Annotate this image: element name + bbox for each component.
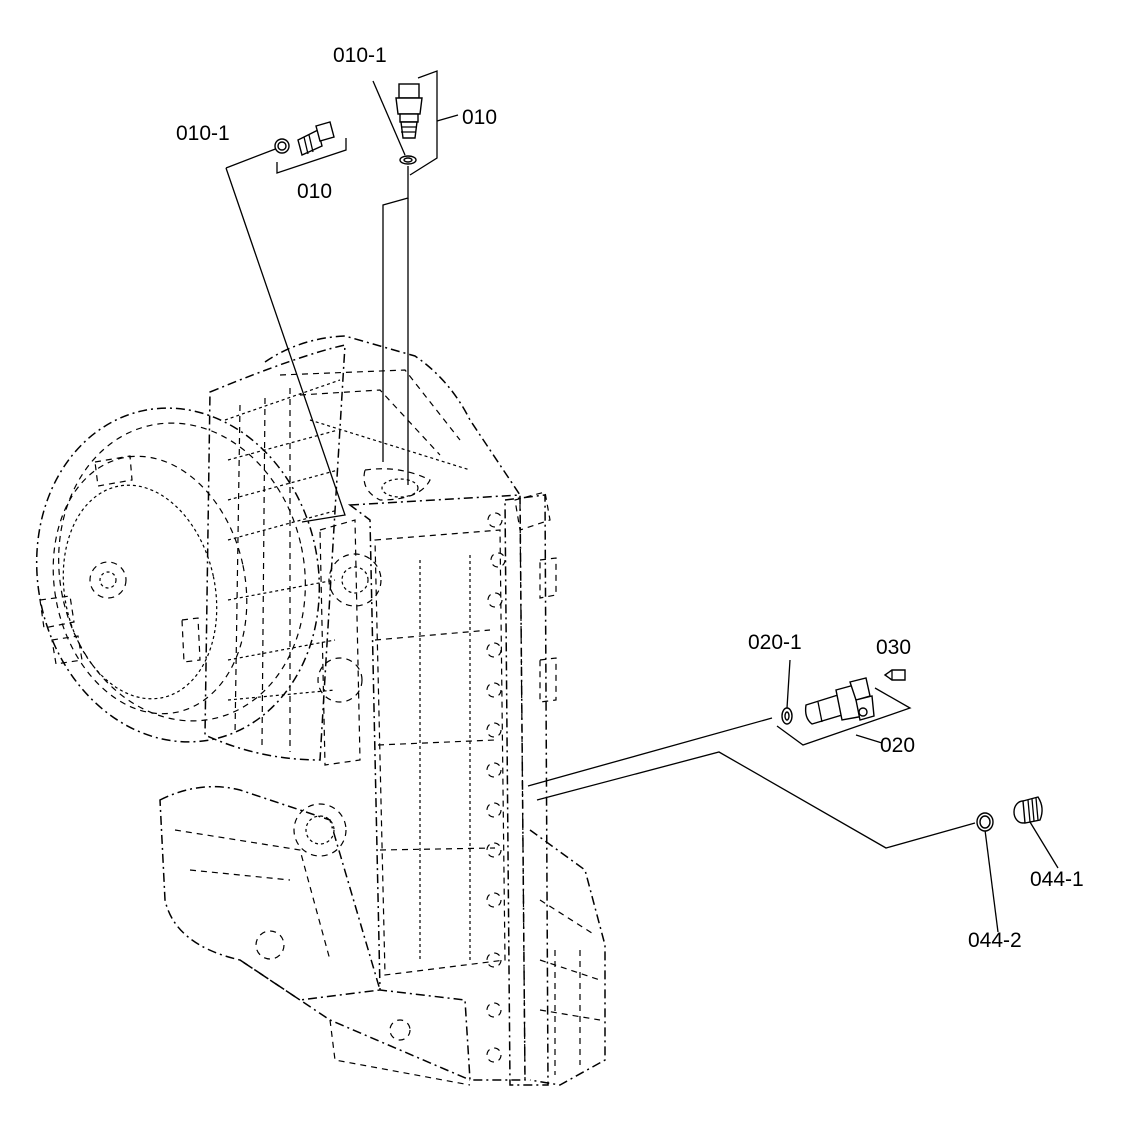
top-seal-leader [372,80,406,156]
sensor-group-bracket [776,687,912,746]
left-fitting-010[interactable] [297,121,335,156]
sensor-group-tick [855,734,883,744]
label-sensor-group: 020 [880,734,915,757]
left-assembly-line [225,167,346,523]
top-assembly-line-a [382,166,409,462]
assembly-lines [225,70,1059,933]
top-fitting-010[interactable] [395,83,423,139]
sensor-seal-leader [786,659,791,709]
top-seal-ring-010-1[interactable] [399,155,417,165]
transmission-housing [35,335,606,1086]
sensor-assembly-line [527,717,773,787]
left-seal-leader [225,147,279,169]
left-group-bracket [276,138,347,174]
plug-044-1[interactable] [1013,796,1043,824]
left-seal-ring-010-1[interactable] [274,138,290,154]
label-top-group: 010 [462,106,497,129]
label-plug: 044-1 [1030,868,1084,891]
label-plug-ring: 044-2 [968,929,1022,952]
plug-ring-044-2[interactable] [976,812,994,832]
speed-sensor-020[interactable] [804,677,875,725]
label-left-group: 010 [297,180,332,203]
screw-030[interactable] [883,669,906,681]
plug-assembly-line [536,751,976,849]
label-sensor-screw: 030 [876,636,911,659]
label-top-seal: 010-1 [333,44,387,67]
top-group-bracket [409,70,438,176]
label-left-seal: 010-1 [176,122,230,145]
label-sensor-seal: 020-1 [748,631,802,654]
plug-ring-leader [984,829,999,933]
plug-leader [1029,821,1059,869]
top-group-tick [436,114,459,122]
sensor-seal-ring-020-1[interactable] [781,707,793,725]
